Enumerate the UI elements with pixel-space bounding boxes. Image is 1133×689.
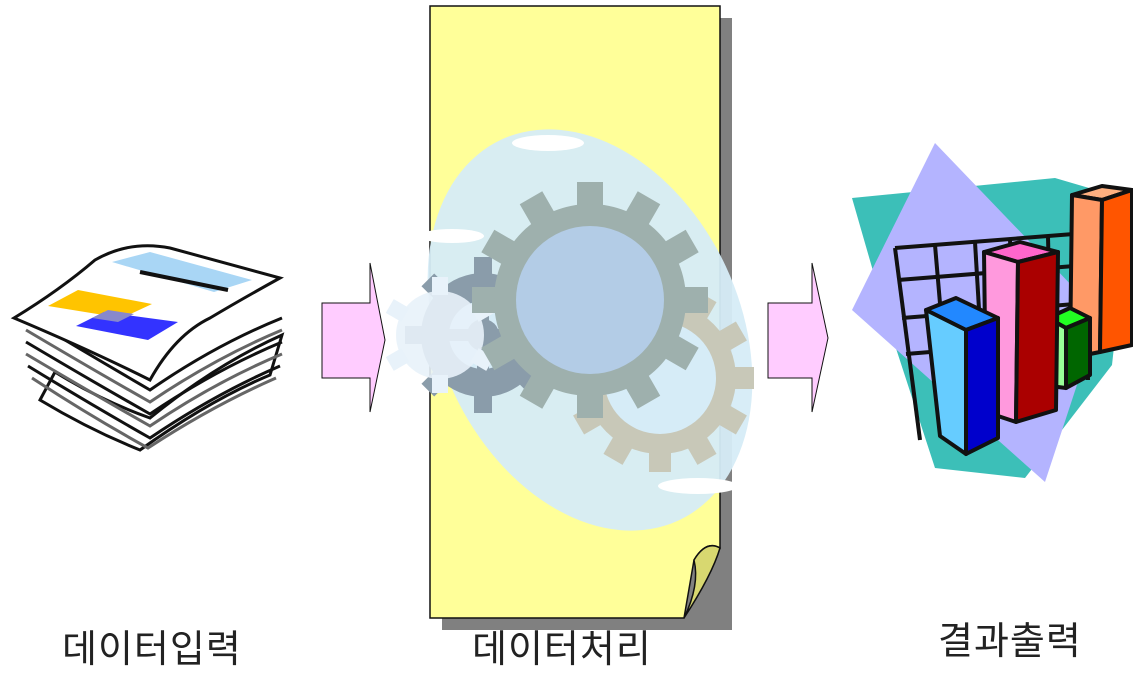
newspaper-stack-icon: [14, 246, 282, 450]
arrow-process-to-output: [768, 263, 828, 412]
step-label-output: 결과출력: [938, 610, 1082, 665]
cloud-puff-left: [420, 229, 484, 243]
step-label-process: 데이터처리: [472, 618, 652, 673]
bar-chart-icon: [852, 143, 1132, 482]
process-note: [365, 6, 814, 630]
cloud-puff-top: [512, 135, 584, 151]
cloud-puff-bottom: [658, 478, 738, 494]
arrow-input-to-process: [322, 263, 385, 412]
step-label-input: 데이터입력: [62, 618, 242, 673]
